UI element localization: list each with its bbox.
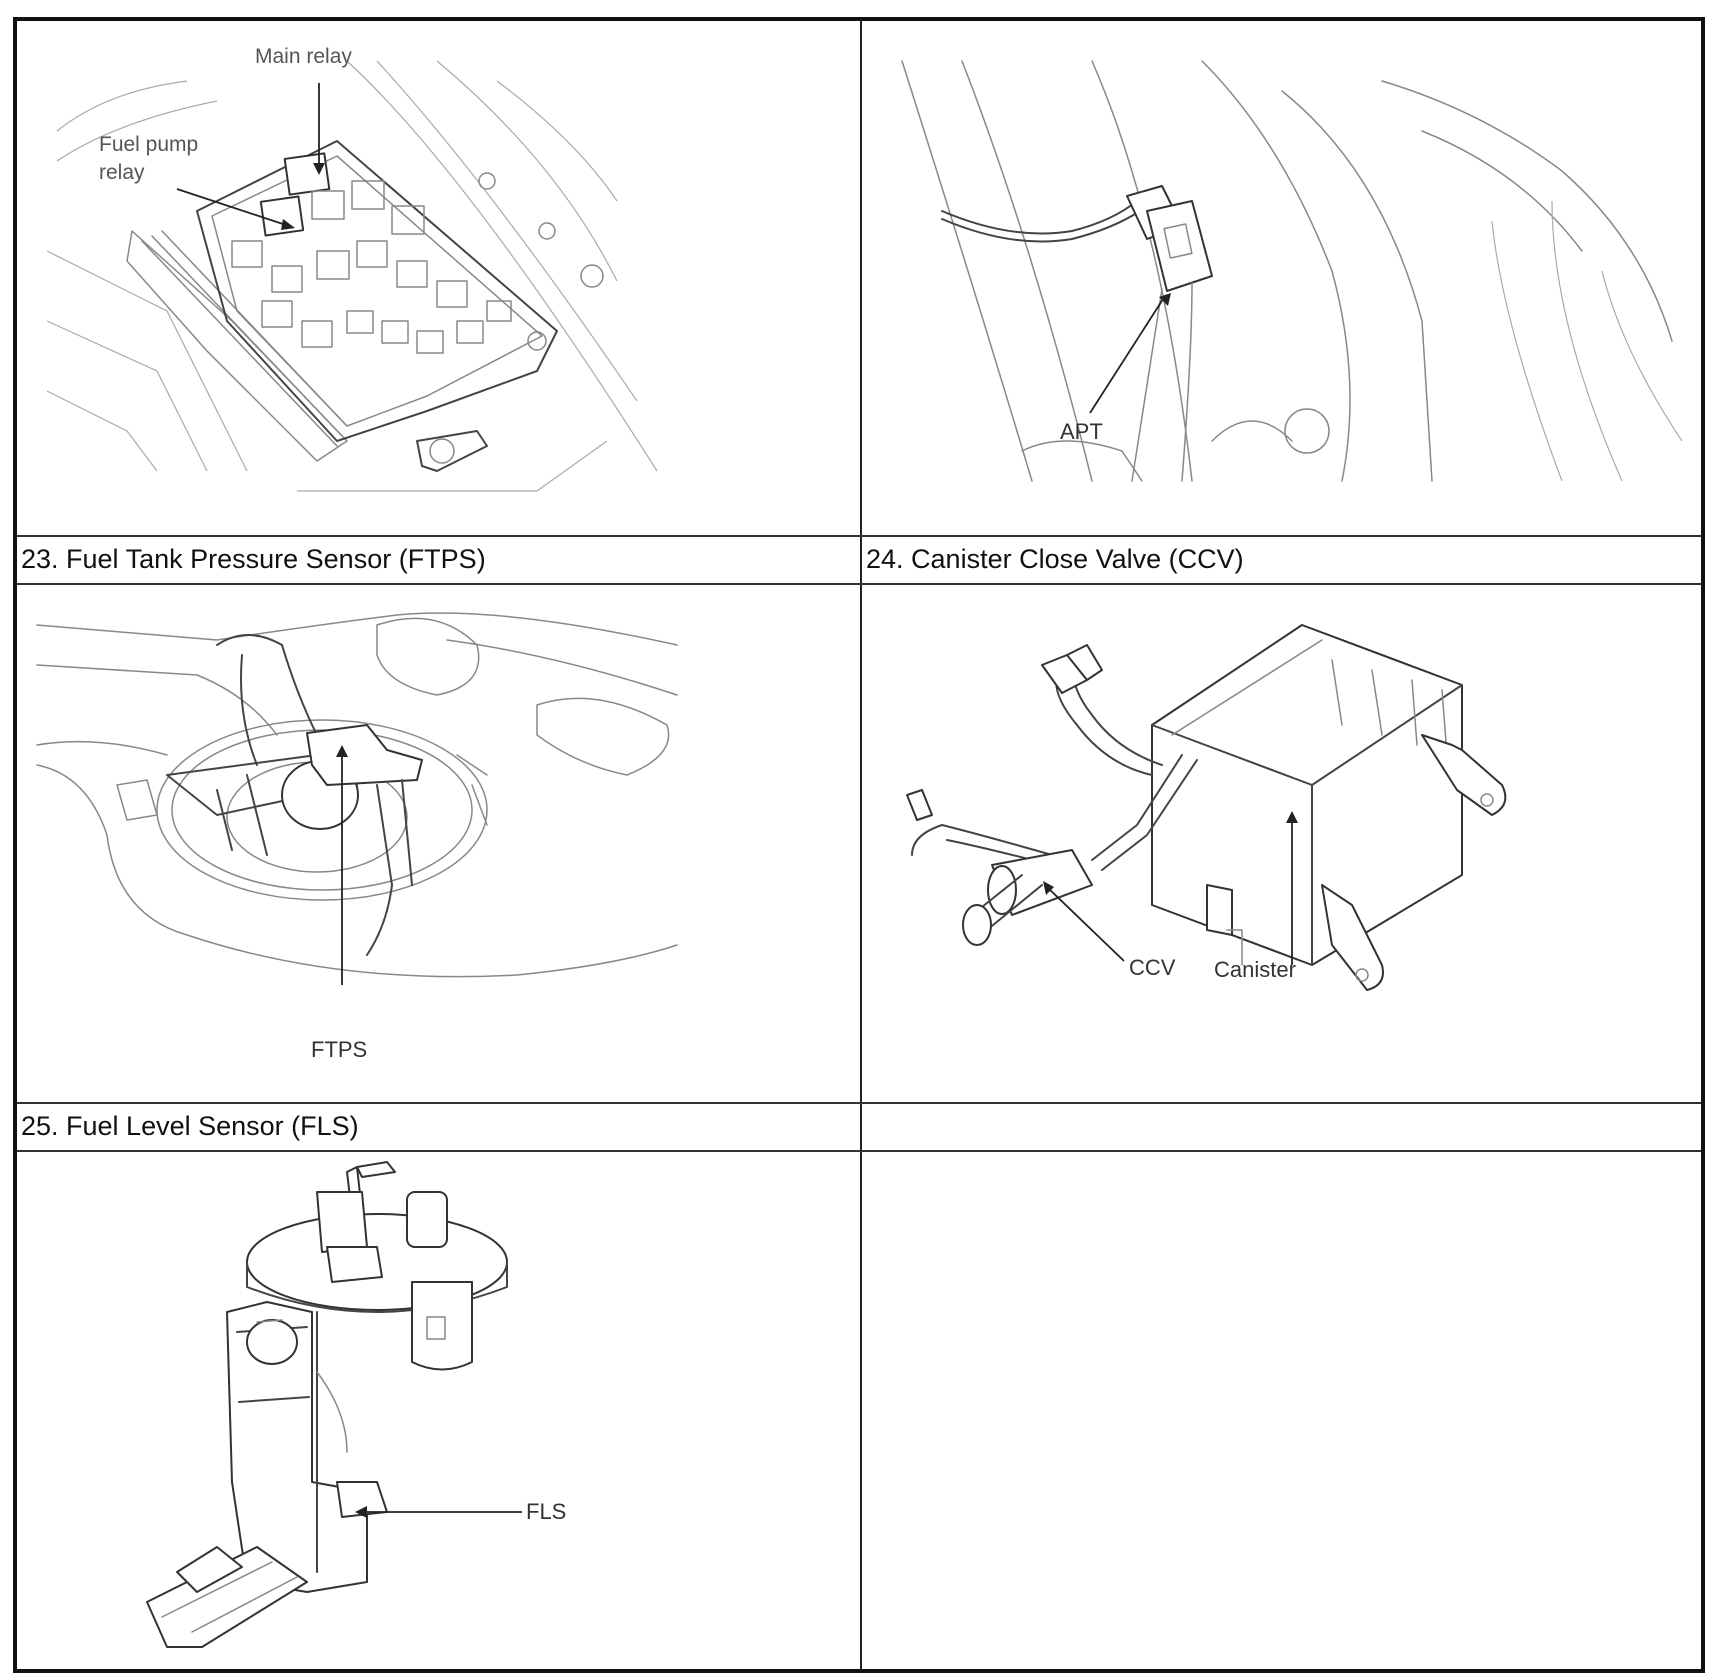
fls-label: FLS — [526, 1499, 567, 1524]
apt-illustration — [901, 60, 1683, 482]
ftps-figure: FTPS — [17, 585, 860, 1102]
canister-label: Canister — [1214, 957, 1296, 982]
ccv-illustration — [906, 624, 1507, 991]
row-divider — [17, 1150, 1701, 1152]
diagram-table: Main relay Fuel pump relay APT 23. Fuel … — [13, 17, 1705, 1673]
ccv-label: CCV — [1129, 955, 1176, 980]
row-divider — [17, 1102, 1701, 1104]
column-divider — [860, 21, 862, 1669]
apt-label: APT — [1060, 419, 1103, 444]
fls-illustration — [146, 1161, 522, 1648]
relay-box-illustration — [46, 60, 658, 492]
row-divider — [17, 535, 1701, 537]
ftps-illustration — [36, 612, 678, 985]
caption-ftps: 23. Fuel Tank Pressure Sensor (FTPS) — [21, 544, 486, 574]
relay-box-figure: Main relay Fuel pump relay — [17, 21, 860, 535]
fuel-pump-relay-label-line2: relay — [99, 161, 145, 184]
caption-fls: 25. Fuel Level Sensor (FLS) — [21, 1111, 359, 1141]
empty-cell — [862, 1152, 1705, 1673]
fls-figure: FLS — [17, 1152, 860, 1673]
row-divider — [17, 583, 1701, 585]
main-relay-label: Main relay — [255, 45, 352, 68]
ftps-label: FTPS — [311, 1037, 368, 1062]
caption-ccv: 24. Canister Close Valve (CCV) — [866, 544, 1244, 574]
apt-figure: APT — [862, 21, 1705, 535]
fuel-pump-relay-label: Fuel pump — [99, 133, 199, 156]
ccv-figure: CCV Canister — [862, 585, 1705, 1102]
